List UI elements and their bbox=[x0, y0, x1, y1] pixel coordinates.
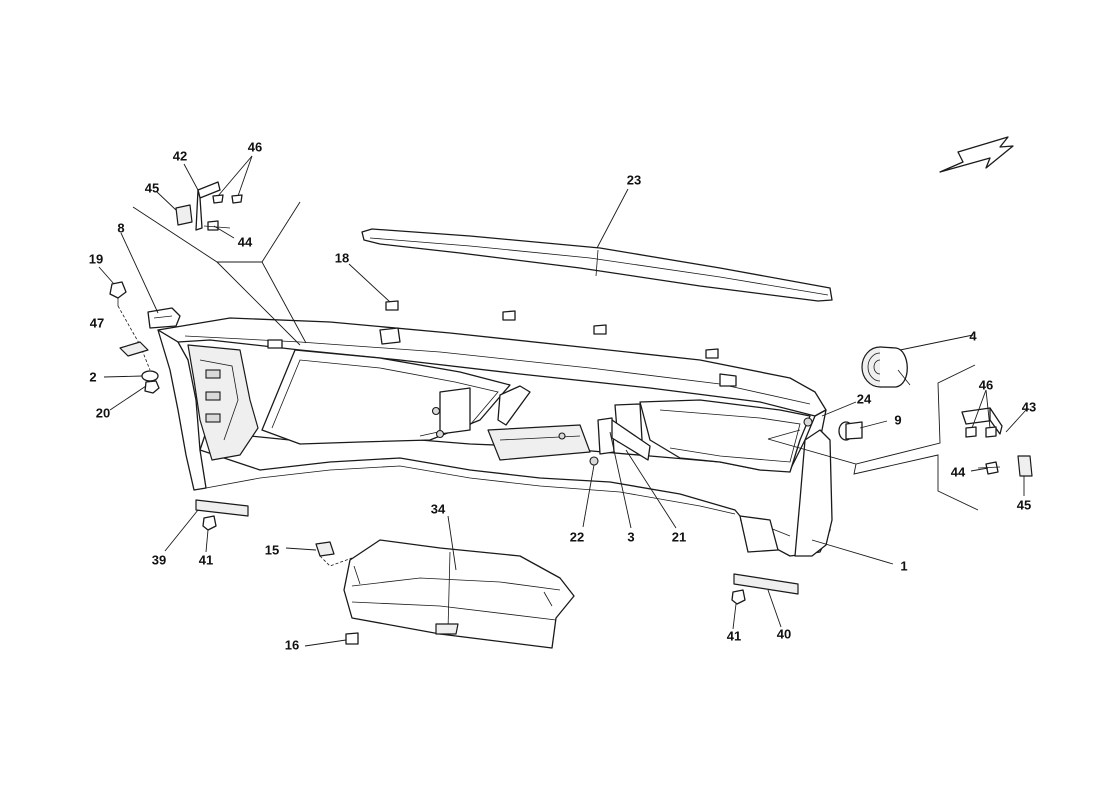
callout-3: 3 bbox=[627, 529, 635, 545]
callout-22: 22 bbox=[569, 529, 585, 545]
part-23-upper-trim bbox=[361, 228, 833, 302]
callout-20: 20 bbox=[95, 405, 111, 421]
callout-2: 2 bbox=[89, 369, 97, 385]
callout-23: 23 bbox=[626, 172, 642, 188]
part-34-lower-panel bbox=[343, 539, 575, 649]
part-8-left-bracket bbox=[147, 307, 181, 329]
callout-18: 18 bbox=[334, 250, 350, 266]
part-19-screw bbox=[109, 281, 127, 306]
callout-39: 39 bbox=[151, 552, 167, 568]
callout-44-left: 44 bbox=[237, 234, 253, 250]
callout-40: 40 bbox=[776, 626, 792, 642]
callout-24: 24 bbox=[856, 391, 872, 407]
breakout-line-left bbox=[132, 201, 301, 263]
callout-34: 34 bbox=[430, 501, 446, 517]
part-4-foam-roll bbox=[861, 346, 911, 388]
callout-15: 15 bbox=[264, 542, 280, 558]
callout-46-right: 46 bbox=[978, 377, 994, 393]
part-40-strip bbox=[733, 573, 799, 595]
leader-lines bbox=[98, 155, 1027, 647]
part-2-washer bbox=[141, 370, 159, 382]
part-9-plug bbox=[838, 421, 863, 441]
part-16-screw bbox=[345, 632, 359, 645]
part-43-bracket-group bbox=[961, 407, 1033, 477]
callout-45-left: 45 bbox=[144, 180, 160, 196]
callout-9: 9 bbox=[894, 412, 902, 428]
breakout-line-right bbox=[767, 364, 976, 465]
callout-1: 1 bbox=[900, 558, 908, 574]
callout-44-right: 44 bbox=[950, 464, 966, 480]
callout-47: 47 bbox=[89, 315, 105, 331]
callout-41-right: 41 bbox=[726, 628, 742, 644]
part-42-bracket-group bbox=[175, 181, 243, 231]
callout-45-right: 45 bbox=[1016, 497, 1032, 513]
callout-19: 19 bbox=[88, 251, 104, 267]
direction-arrow-icon bbox=[939, 136, 1014, 173]
part-18-clips bbox=[385, 300, 719, 359]
part-41-clip-left bbox=[202, 515, 217, 531]
part-47-pad bbox=[119, 341, 149, 357]
callout-8: 8 bbox=[117, 220, 125, 236]
part-20-nut bbox=[144, 380, 160, 394]
part-15-clip bbox=[315, 541, 335, 557]
part-1-bumper-body bbox=[157, 317, 833, 557]
part-39-strip bbox=[195, 499, 249, 517]
callout-42: 42 bbox=[172, 148, 188, 164]
callout-21: 21 bbox=[671, 529, 687, 545]
callout-41-left: 41 bbox=[198, 552, 214, 568]
part-41-clip-right bbox=[731, 589, 746, 605]
callout-4: 4 bbox=[969, 328, 977, 344]
callout-46-left: 46 bbox=[247, 139, 263, 155]
callout-16: 16 bbox=[284, 637, 300, 653]
callout-43: 43 bbox=[1021, 399, 1037, 415]
